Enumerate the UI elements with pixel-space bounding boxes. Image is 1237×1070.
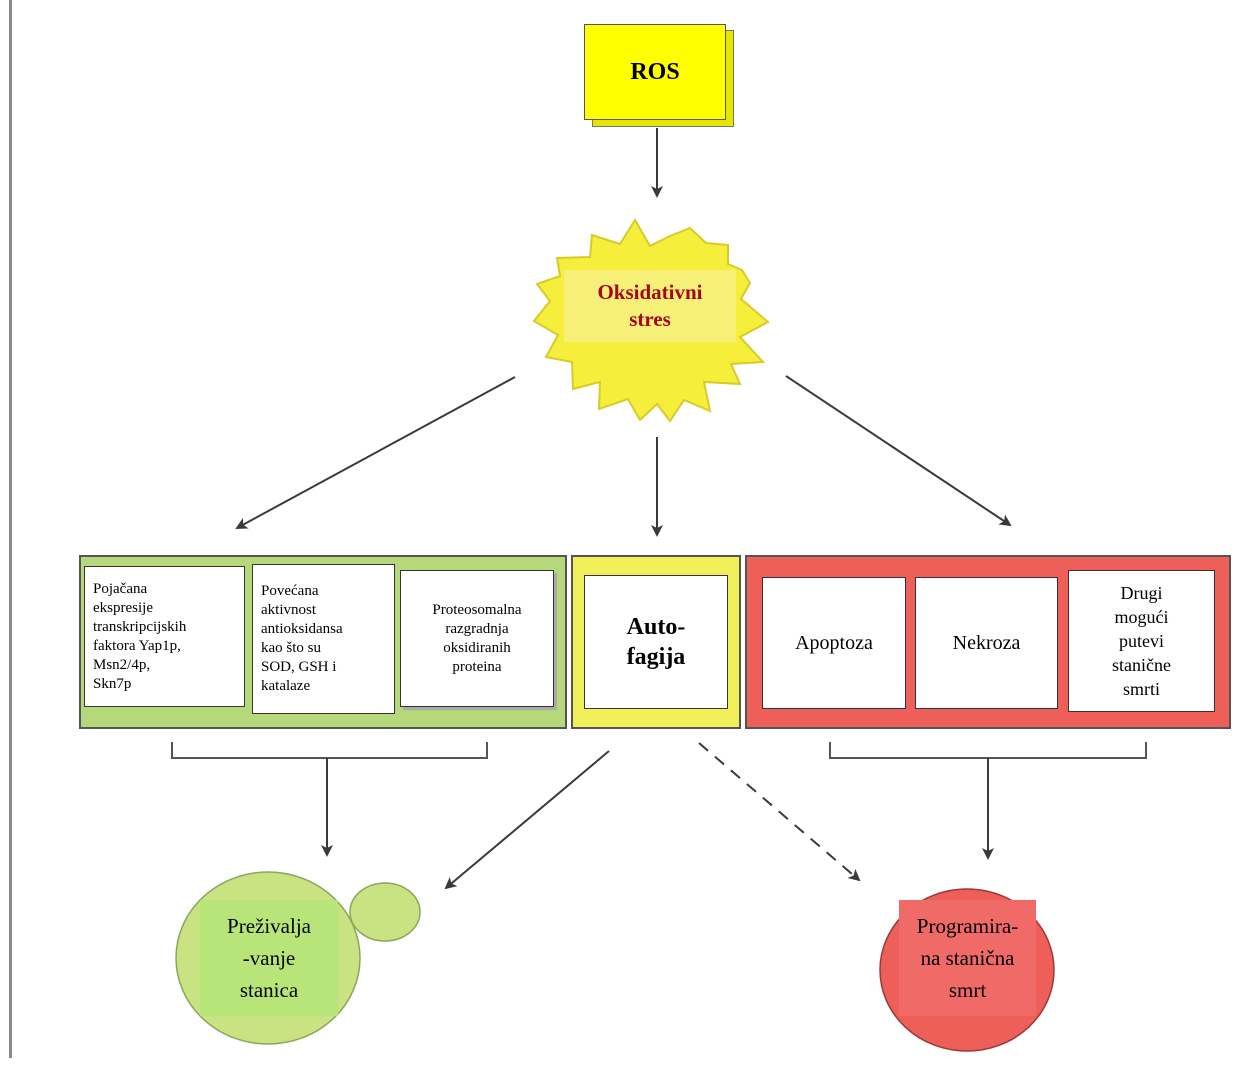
- proteasomal-degradation-box: Proteosomalna razgradnja oksidiranih pro…: [400, 570, 554, 707]
- apoptosis-box: Apoptoza: [762, 577, 906, 709]
- programmed-cell-death-label: Programira- na stanična smrt: [899, 900, 1036, 1016]
- oxidative-stress-label: Oksidativni stres: [564, 270, 736, 342]
- autophagy-box: Auto- fagija: [584, 575, 728, 709]
- antioxidant-activity-box: Povećana aktivnost antioksidansa kao što…: [252, 564, 395, 714]
- transcription-factors-box: Pojačana ekspresije transkripcijskih fak…: [84, 566, 245, 707]
- necrosis-box: Nekroza: [915, 577, 1058, 709]
- cell-survival-label: Preživalja -vanje stanica: [200, 900, 338, 1016]
- stress-line-2: stres: [629, 307, 671, 331]
- stress-line-1: Oksidativni: [597, 280, 703, 304]
- ros-box: ROS: [584, 24, 726, 120]
- left-margin-line: [9, 0, 12, 1058]
- survival-cell-bud: [349, 882, 421, 942]
- other-death-pathways-box: Drugi mogući putevi stanične smrti: [1068, 570, 1215, 712]
